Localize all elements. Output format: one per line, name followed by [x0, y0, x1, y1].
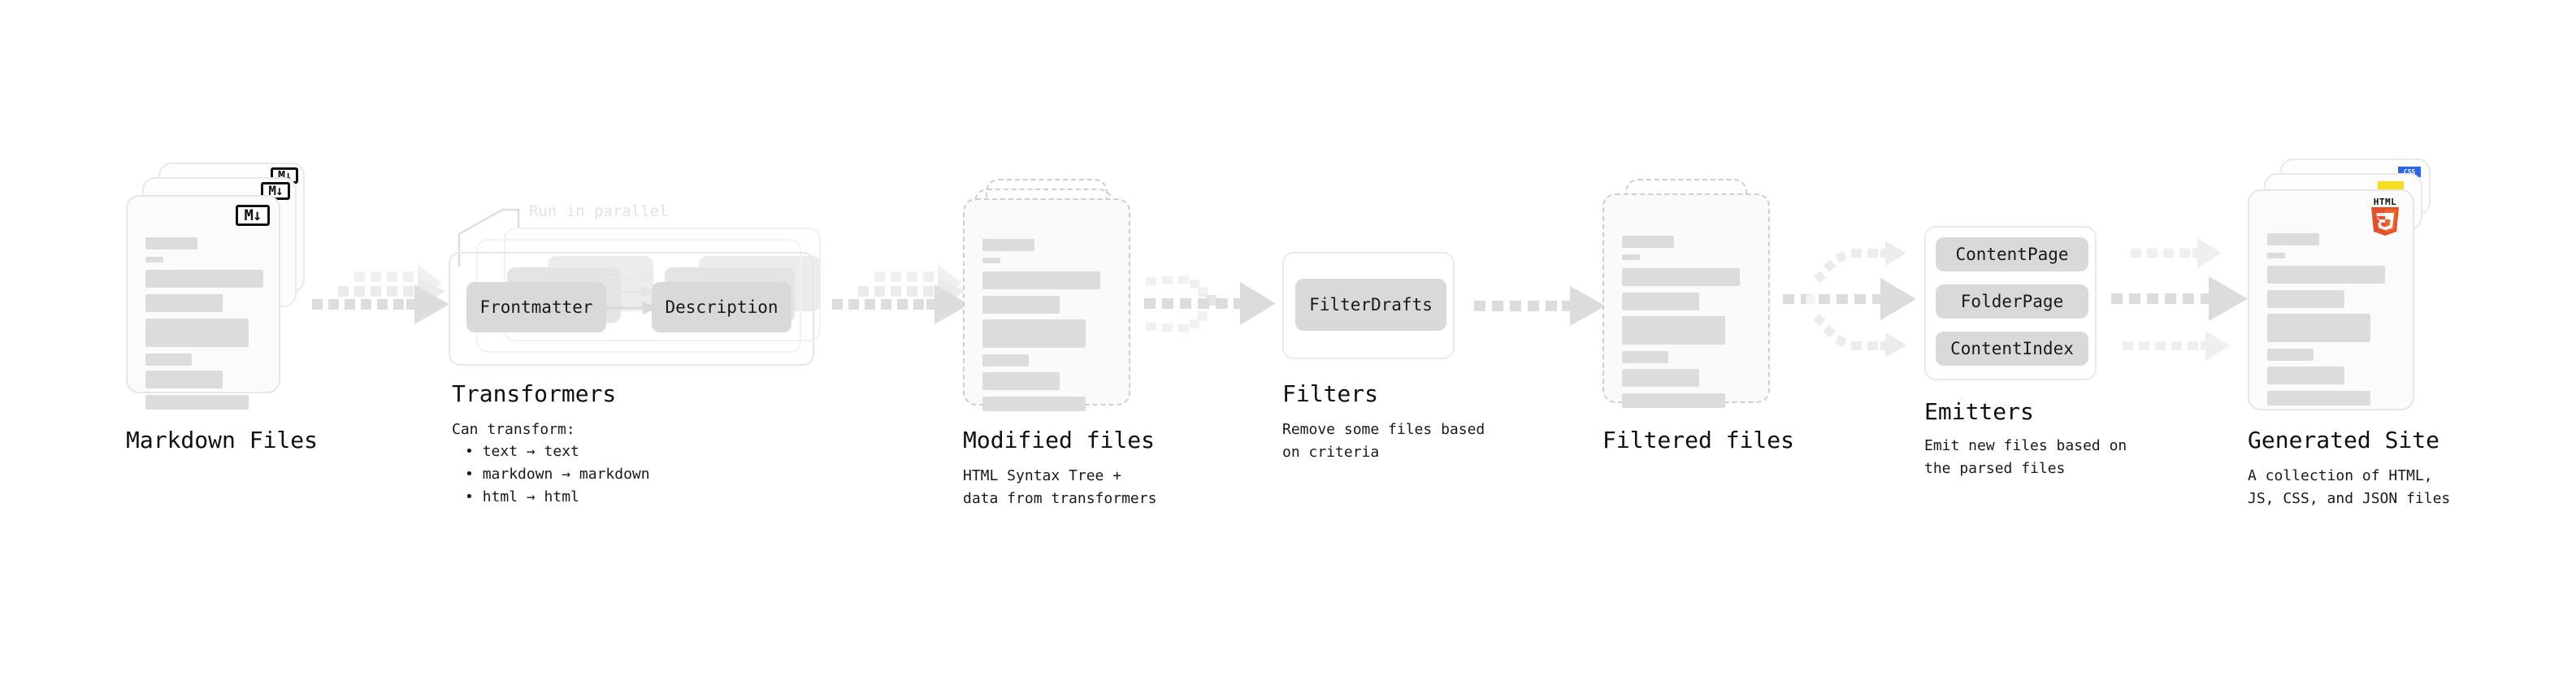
modified-files-subtitle: HTML Syntax Tree + data from transformer…: [963, 467, 1157, 507]
skeleton-line: [2267, 367, 2344, 384]
emitters-title: Emitters: [1924, 398, 2034, 425]
modified-files-title: Modified files: [963, 427, 1156, 453]
transformers-lead: Can transform:: [452, 421, 575, 438]
skeleton-line: [1622, 369, 1699, 387]
skeleton-line: [982, 239, 1034, 251]
transformer-panel-front: Frontmatter Description: [449, 252, 814, 366]
description-pill[interactable]: Description: [652, 282, 791, 332]
skeleton-line: [2267, 391, 2370, 406]
skeleton-line: [145, 270, 263, 288]
connector-filters-to-filtered: [1472, 286, 1611, 336]
skeleton-line: [982, 258, 1000, 263]
skeleton-line: [145, 319, 249, 347]
connector-transformers-to-modified: [827, 265, 974, 333]
skeleton-line: [145, 395, 249, 410]
transformers-group: Frontmatter Description Frontmatter Desc…: [449, 228, 822, 366]
connector-emitters-to-site: [2105, 236, 2255, 370]
transformers-title: Transformers: [452, 380, 617, 407]
transform-rule: text → text: [465, 440, 650, 463]
content-index-pill[interactable]: ContentIndex: [1936, 332, 2088, 366]
filters-panel: FilterDrafts: [1282, 252, 1455, 359]
filtered-files-title: Filtered files: [1602, 427, 1795, 453]
skeleton-line: [2267, 290, 2344, 308]
skeleton-line: [145, 294, 223, 312]
skeleton-line: [1622, 316, 1725, 345]
skeleton-line: [2267, 233, 2319, 245]
skeleton-line: [2267, 253, 2285, 258]
filter-drafts-pill[interactable]: FilterDrafts: [1295, 279, 1446, 331]
filtered-card-front: [1602, 193, 1770, 408]
skeleton-line: [982, 372, 1060, 390]
skeleton-line: [2267, 314, 2370, 342]
markdown-card-front: M↓: [126, 195, 280, 410]
emitters-panel: ContentPage FolderPage ContentIndex: [1924, 226, 2097, 380]
skeleton-line: [982, 354, 1029, 367]
generated-site-subtitle: A collection of HTML, JS, CSS, and JSON …: [2248, 467, 2451, 507]
emitters-subtitle: Emit new files based on the parsed files: [1924, 437, 2127, 477]
transformers-bullets: text → text markdown → markdown html → h…: [465, 440, 650, 509]
markdown-files-title: Markdown Files: [126, 427, 319, 453]
frontmatter-pill[interactable]: Frontmatter: [466, 282, 606, 332]
markdown-files-stack: M↓ M↓ M↓: [126, 163, 313, 414]
connector-filtered-to-emitters: [1776, 236, 1923, 370]
filtered-files-stack: [1602, 179, 1789, 423]
skeleton-line: [1622, 254, 1640, 260]
filters-subtitle: Remove some files based on criteria: [1282, 421, 1485, 461]
connector-markdown-to-transformers: [307, 265, 453, 333]
skeleton-line: [982, 271, 1100, 289]
skeleton-line: [2267, 349, 2314, 361]
connector-modified-to-filters: [1136, 248, 1282, 354]
skeleton-line: [982, 319, 1086, 348]
site-card-html: HTML: [2248, 189, 2414, 410]
modified-files-stack: [963, 179, 1150, 423]
filters-title: Filters: [1282, 380, 1379, 407]
modified-card-front: [963, 198, 1130, 411]
folder-page-pill[interactable]: FolderPage: [1936, 284, 2088, 319]
skeleton-line: [982, 397, 1086, 411]
skeleton-line: [1622, 393, 1725, 408]
skeleton-line: [145, 257, 163, 262]
transform-rule: html → html: [465, 486, 650, 509]
transform-rule: markdown → markdown: [465, 463, 650, 486]
skeleton-line: [1622, 236, 1674, 248]
html5-wordmark: HTML: [2373, 197, 2397, 207]
skeleton-line: [1622, 293, 1699, 310]
skeleton-line: [145, 354, 192, 366]
markdown-icon-front: M↓: [236, 205, 270, 226]
run-in-parallel-label: Run in parallel: [529, 202, 669, 220]
skeleton-line: [145, 237, 197, 249]
skeleton-line: [1622, 351, 1668, 363]
html5-icon: HTML: [2369, 197, 2401, 236]
skeleton-line: [2267, 266, 2385, 284]
generated-site-title: Generated Site: [2248, 427, 2440, 453]
content-page-pill[interactable]: ContentPage: [1936, 237, 2088, 271]
skeleton-line: [982, 296, 1060, 314]
skeleton-line: [145, 371, 223, 388]
skeleton-line: [1622, 268, 1740, 286]
generated-site-stack: CSS HTML: [2248, 158, 2459, 419]
